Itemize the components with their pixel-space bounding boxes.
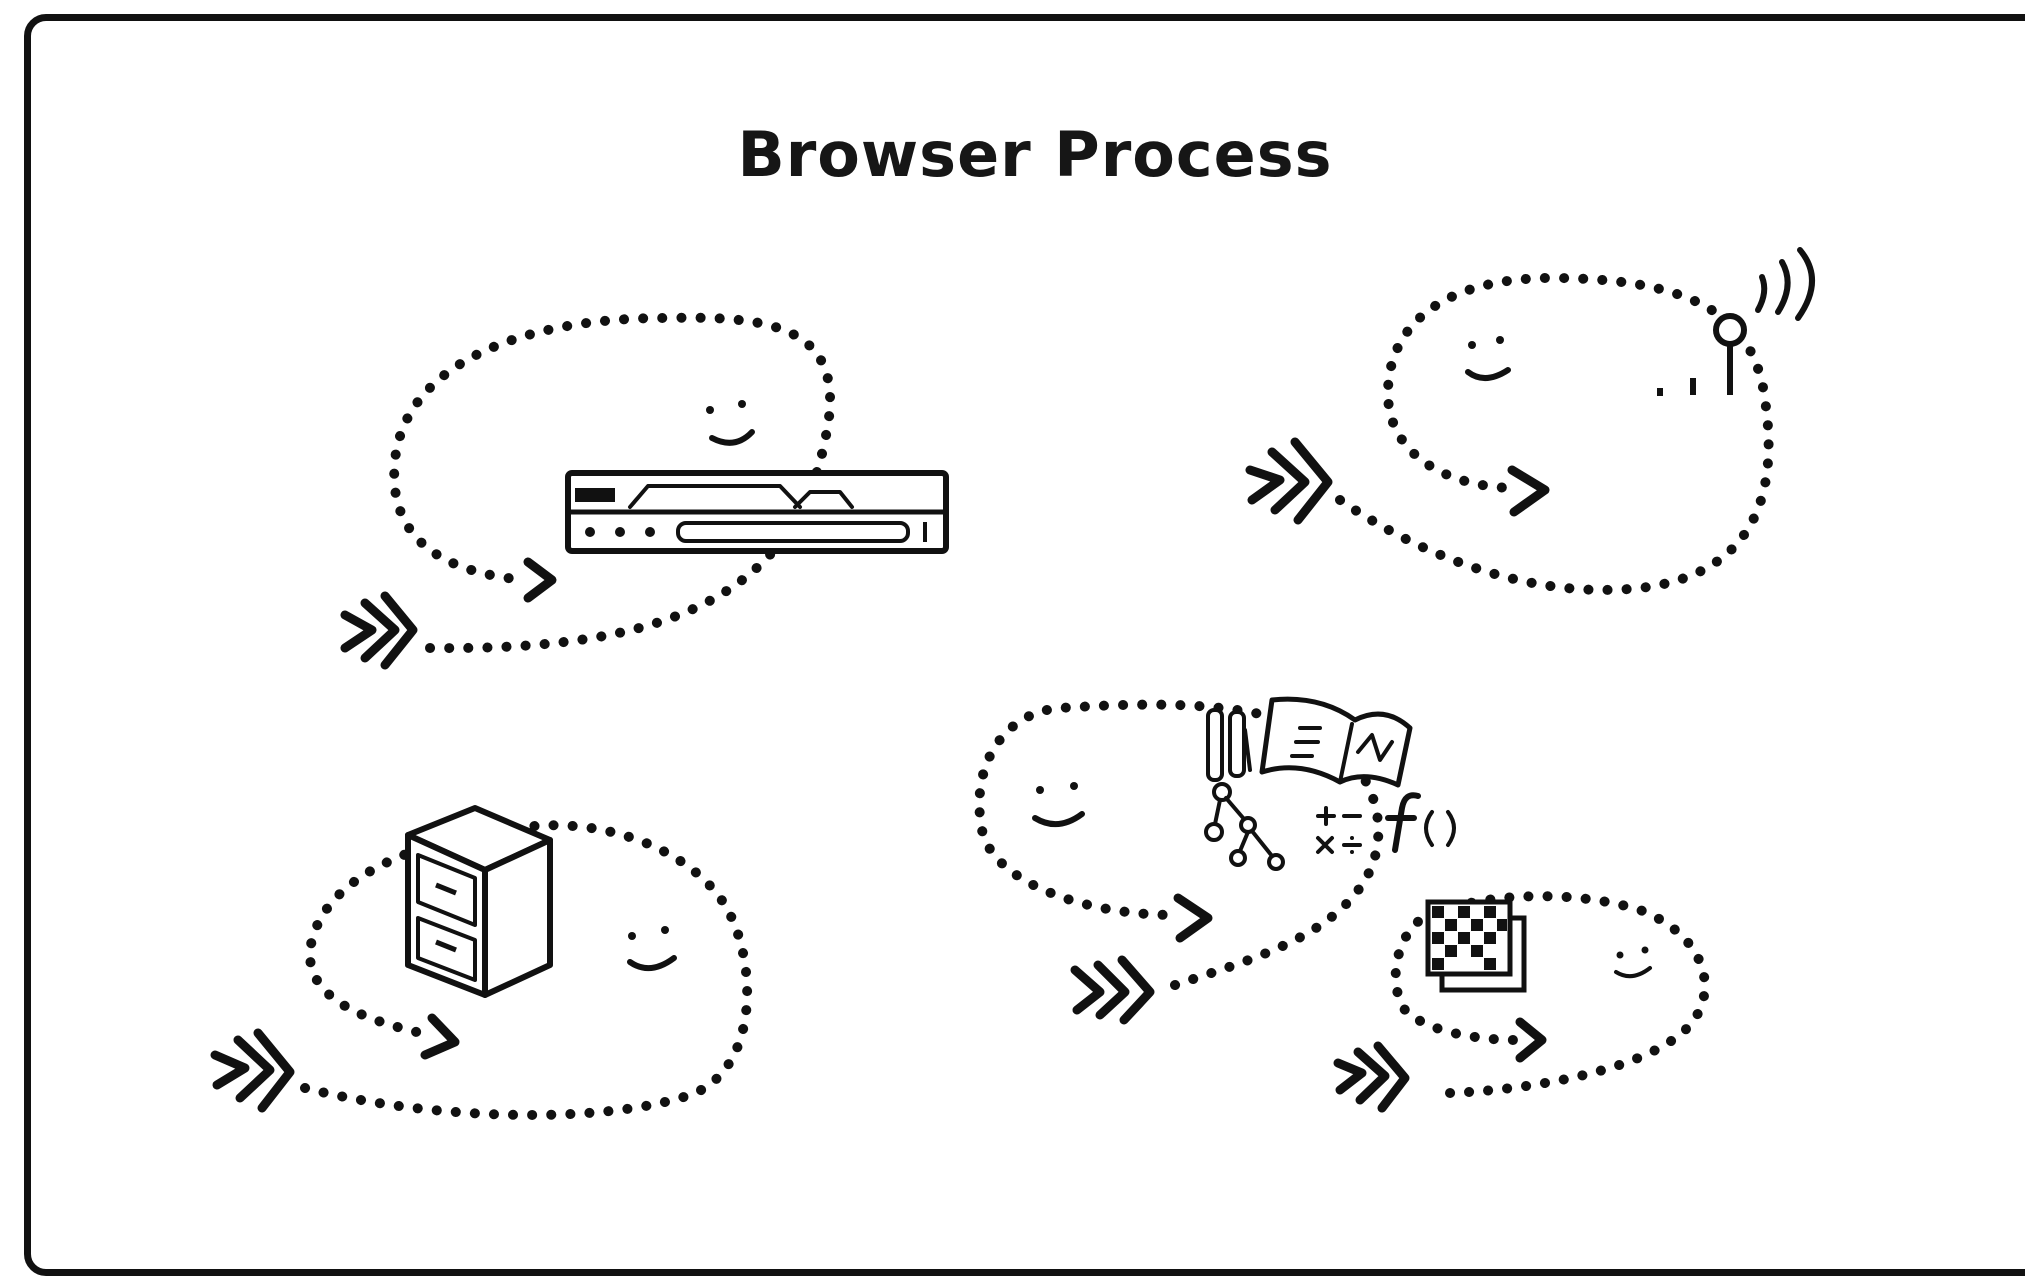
raster-thread-start-chevrons (1333, 1041, 1410, 1113)
main-thread-start-chevrons (1070, 955, 1155, 1025)
network-thread-loop (1335, 272, 1774, 595)
open-book-icon (1259, 696, 1413, 788)
storage-thread-group (210, 805, 753, 1120)
math-operators-icon (1316, 806, 1362, 854)
antenna-icon (1657, 247, 1815, 396)
network-thread-group (1245, 247, 1815, 595)
ui-thread-group (340, 312, 949, 670)
ui-thread-face (706, 400, 755, 446)
storage-thread-face (627, 926, 677, 971)
function-symbol-icon (1385, 792, 1456, 853)
ui-thread-start-chevrons (340, 591, 418, 670)
raster-thread-loop (1390, 891, 1710, 1098)
network-thread-arrowhead (1507, 465, 1550, 517)
raster-thread-arrowhead (1515, 1017, 1547, 1063)
raster-thread-face (1614, 946, 1652, 979)
tree-graph-icon (1204, 782, 1285, 871)
pixel-grid-icon (1425, 899, 1527, 993)
diagram-title: Browser Process (737, 118, 1333, 191)
storage-thread-arrowhead (420, 1013, 460, 1060)
storage-thread-loop (300, 820, 753, 1120)
browser-window-icon (565, 470, 949, 554)
ui-thread-loop (389, 312, 835, 654)
pencil-tools-icon (1206, 708, 1252, 782)
ui-thread-arrowhead (523, 557, 557, 603)
main-thread-group (974, 696, 1456, 1025)
network-thread-start-chevrons (1245, 437, 1333, 525)
network-thread-face (1465, 336, 1511, 381)
main-thread-arrowhead (1173, 893, 1213, 943)
file-cabinet-icon (405, 805, 553, 998)
main-thread-face (1032, 782, 1085, 827)
main-thread-loop (974, 699, 1384, 990)
storage-thread-start-chevrons (210, 1028, 295, 1113)
raster-thread-group (1333, 891, 1710, 1113)
